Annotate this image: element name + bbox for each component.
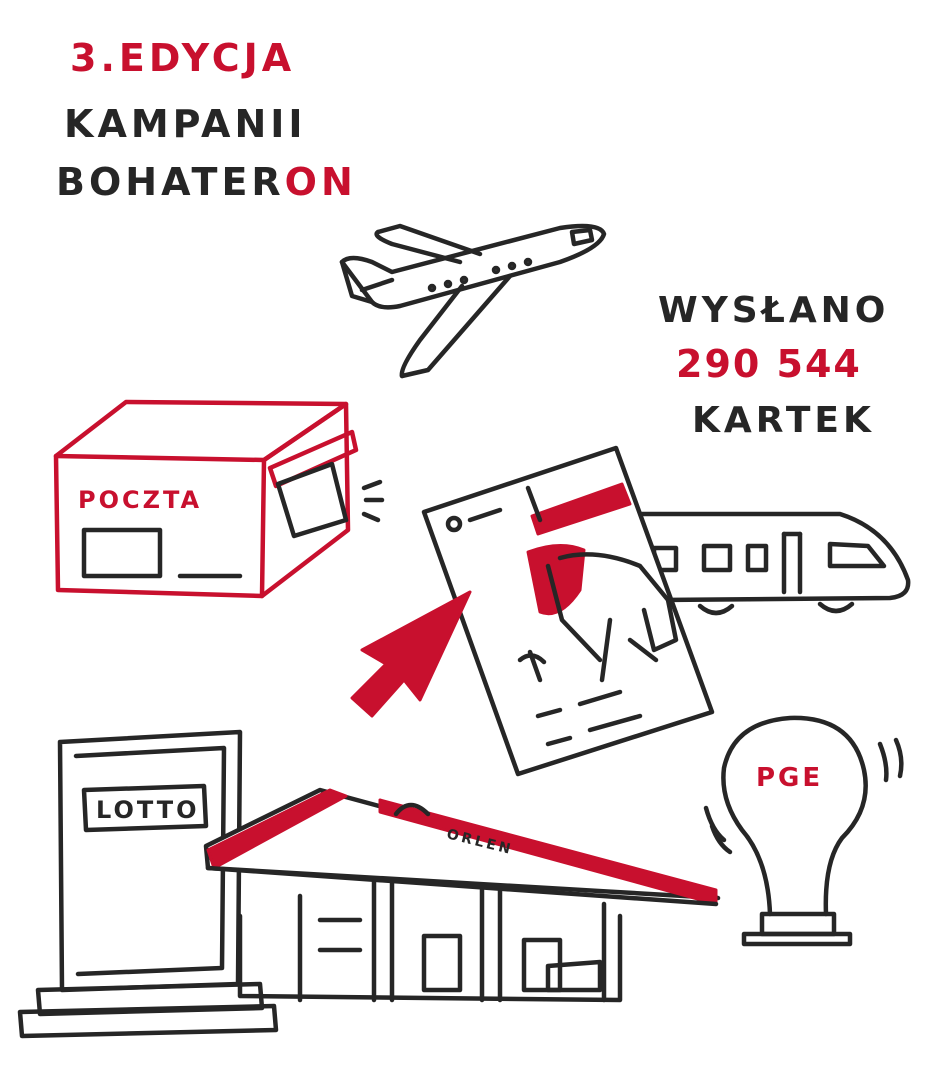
cards-label: KARTEK bbox=[692, 400, 875, 441]
lotto-label: LOTTO bbox=[96, 796, 200, 824]
sent-label: WYSŁANO bbox=[658, 290, 890, 331]
postcard-icon bbox=[421, 445, 715, 777]
gas-station-icon: ORLEN bbox=[203, 787, 721, 1003]
campaign-name-red: ON bbox=[284, 160, 357, 204]
campaign-name: BOHATERON bbox=[56, 160, 357, 204]
campaign-label: KAMPANII bbox=[64, 102, 307, 146]
train-icon bbox=[637, 511, 911, 616]
cards-count: 290 544 bbox=[676, 342, 862, 386]
cursor-arrow-icon[interactable] bbox=[350, 590, 472, 718]
airplane-icon bbox=[339, 223, 607, 379]
lotto-stand-icon: LOTTO bbox=[17, 729, 279, 1039]
pge-label: PGE bbox=[756, 763, 823, 793]
post-office-label: POCZTA bbox=[78, 486, 202, 514]
lightbulb-icon: PGE bbox=[703, 715, 904, 947]
edition-label: 3.EDYCJA bbox=[70, 36, 296, 80]
post-office-box-icon: POCZTA bbox=[53, 399, 385, 599]
campaign-name-black: BOHATER bbox=[56, 160, 285, 204]
